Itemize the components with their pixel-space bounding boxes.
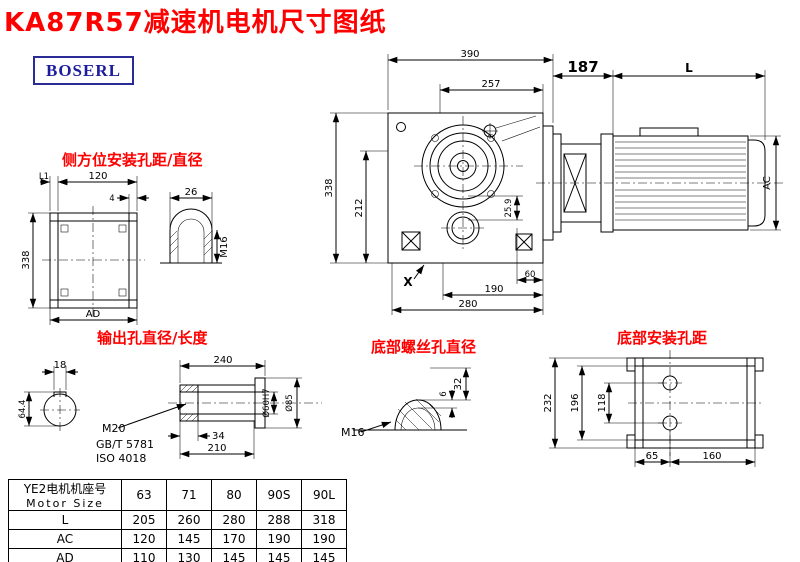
side-mount-drawing: L1 120 4 338 AD 26 M16 [21, 171, 230, 325]
dim-240: 240 [213, 355, 232, 366]
dim-34: 34 [212, 431, 225, 442]
cell: 190 [301, 529, 347, 549]
dim-280: 280 [458, 299, 477, 310]
output-shaft-drawing: 18 64.4 240 M20 GB/T 5781 ISO 4018 34 21… [18, 355, 322, 465]
main-drawing: 390 257 187 L 338 212 AC 25.9 60 190 280… [324, 49, 783, 315]
cell: 145 [166, 529, 212, 549]
bottom-mount-drawing: 232 196 118 65 160 [543, 350, 764, 467]
standard-gb: GB/T 5781 [96, 438, 154, 451]
col-header: 90L [301, 479, 347, 511]
dim-26: 26 [185, 187, 198, 198]
dim-L: L [685, 61, 693, 75]
cell: 288 [256, 510, 302, 530]
cell: 205 [121, 510, 167, 530]
size-label-cn: YE2电机机座号 [23, 482, 107, 496]
dim-190: 190 [484, 284, 503, 295]
cell: 130 [166, 548, 212, 562]
cell: 260 [166, 510, 212, 530]
dim-65: 65 [646, 451, 659, 462]
section-label-output-hole: 输出孔直径/长度 [97, 329, 208, 347]
cell: 145 [256, 548, 302, 562]
bottom-screw-drawing: 6 32 M16 [341, 367, 471, 439]
dim-25-9: 25.9 [504, 199, 514, 218]
cell: 145 [301, 548, 347, 562]
table-size-label-cell: YE2电机机座号 Motor Size [8, 479, 122, 511]
dim-196: 196 [570, 393, 581, 412]
dim-AD: AD [86, 309, 101, 320]
dim-X: X [403, 275, 413, 289]
dim-160: 160 [702, 451, 721, 462]
table-row-AD: AD 110 130 145 145 145 [8, 548, 347, 562]
col-header: 71 [166, 479, 212, 511]
col-header: 80 [211, 479, 257, 511]
dim-4: 4 [109, 194, 114, 204]
cell: 145 [211, 548, 257, 562]
cell: 170 [211, 529, 257, 549]
cell: 190 [256, 529, 302, 549]
dim-257: 257 [481, 79, 500, 90]
cell: 318 [301, 510, 347, 530]
cell: 120 [121, 529, 167, 549]
size-label-en: Motor Size [26, 497, 104, 510]
col-header: 90S [256, 479, 302, 511]
standard-iso: ISO 4018 [96, 452, 146, 465]
dim-212: 212 [354, 198, 365, 217]
dim-187: 187 [567, 58, 598, 76]
table-row-L: L 205 260 280 288 318 [8, 510, 347, 530]
dim-AC: AC [762, 176, 773, 190]
dim-18: 18 [54, 360, 67, 371]
dim-64-4: 64.4 [18, 400, 28, 419]
dim-M16-screw: M16 [341, 426, 365, 439]
dim-232: 232 [543, 393, 554, 412]
row-label: L [8, 510, 122, 530]
dim-338-side: 338 [21, 250, 32, 269]
dim-d85: Ø85 [284, 394, 295, 412]
dim-390: 390 [460, 49, 479, 60]
row-label: AD [8, 548, 122, 562]
dim-6: 6 [439, 391, 449, 396]
dim-32: 32 [453, 378, 464, 391]
section-label-bottom-mount: 底部安装孔距 [617, 329, 708, 347]
dim-M16-side: M16 [219, 236, 230, 257]
motor-size-table: YE2电机机座号 Motor Size 63 71 80 90S 90L L 2… [8, 479, 347, 562]
table-row-AC: AC 120 145 170 190 190 [8, 529, 347, 549]
dim-L1: L1 [39, 172, 49, 182]
row-label: AC [8, 529, 122, 549]
dim-120: 120 [88, 171, 107, 182]
dim-338: 338 [324, 178, 335, 197]
col-header: 63 [121, 479, 167, 511]
table-header-row: YE2电机机座号 Motor Size 63 71 80 90S 90L [8, 479, 347, 511]
page-title: KA87R57减速机电机尺寸图纸 [4, 8, 387, 38]
dim-60: 60 [525, 270, 536, 280]
brand-logo: BOSERL [33, 56, 134, 85]
cell: 280 [211, 510, 257, 530]
section-label-bottom-screw: 底部螺丝孔直径 [371, 338, 477, 356]
dim-118: 118 [597, 393, 608, 412]
section-label-side-mount: 侧方位安装孔距/直径 [62, 151, 203, 169]
dim-d60h7: Ø60H7 [261, 388, 272, 417]
cell: 110 [121, 548, 167, 562]
dim-M20: M20 [102, 422, 126, 435]
dim-210: 210 [207, 443, 226, 454]
